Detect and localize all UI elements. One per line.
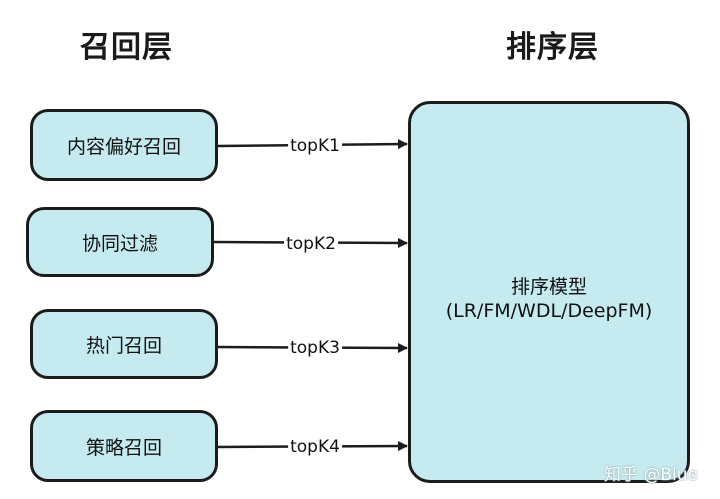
recall-node-label: 内容偏好召回 bbox=[66, 135, 181, 158]
recall-node-content-preference[interactable]: 内容偏好召回 bbox=[30, 109, 218, 181]
recall-node-label: 策略召回 bbox=[85, 436, 162, 459]
recall-node-popular[interactable]: 热门召回 bbox=[30, 309, 218, 379]
recall-node-strategy[interactable]: 策略召回 bbox=[30, 410, 218, 482]
recall-layer-heading: 召回层 bbox=[80, 30, 173, 65]
edge-label-topk1: topK1 bbox=[288, 136, 342, 156]
rank-layer-heading: 排序层 bbox=[506, 30, 599, 65]
edge-label-topk3: topK3 bbox=[288, 338, 342, 358]
rank-model-title: 排序模型 bbox=[510, 276, 587, 298]
recall-node-collaborative-filtering[interactable]: 协同过滤 bbox=[26, 207, 214, 277]
edge-label-topk4: topK4 bbox=[288, 437, 342, 457]
edge-label-topk2: topK2 bbox=[284, 234, 338, 254]
rank-model-box[interactable]: 排序模型 (LR/FM/WDL/DeepFM) bbox=[408, 101, 690, 483]
recall-node-label: 协同过滤 bbox=[81, 232, 158, 255]
watermark: 知乎 @Blue bbox=[603, 465, 698, 485]
rank-model-subtitle: (LR/FM/WDL/DeepFM) bbox=[445, 300, 653, 322]
recall-node-label: 热门召回 bbox=[85, 334, 162, 357]
